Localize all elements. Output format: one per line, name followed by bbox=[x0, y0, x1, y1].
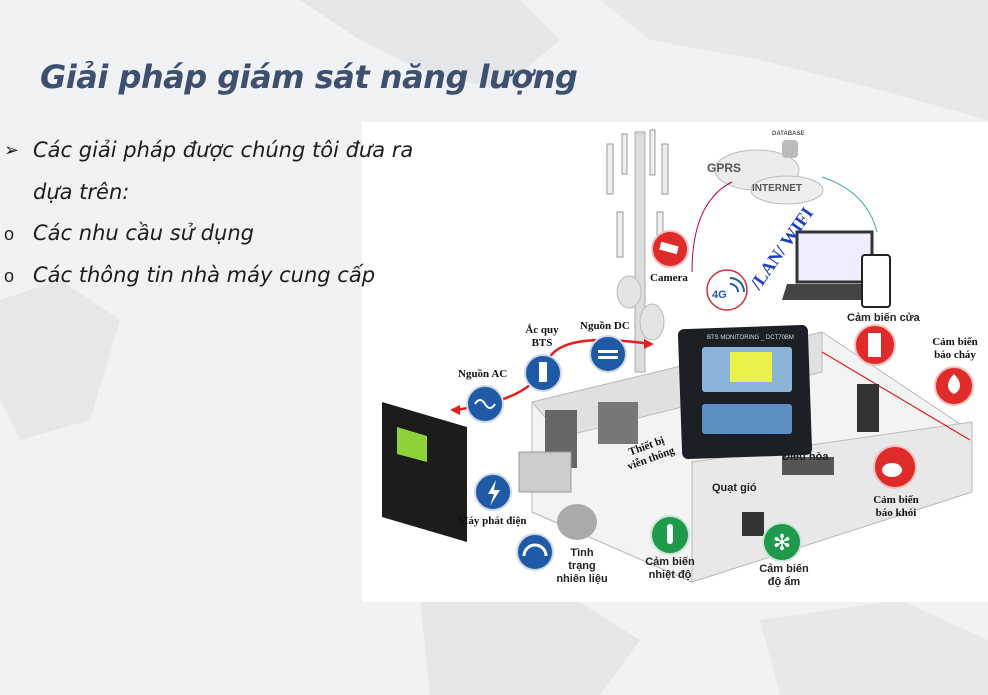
dc-power-icon bbox=[589, 335, 627, 373]
4g-icon bbox=[706, 269, 748, 311]
bullet-text: Các giải pháp được chúng tôi đưa ra bbox=[33, 138, 414, 162]
ac-power-label: Nguồn AC bbox=[458, 368, 508, 380]
door-sensor-label: Cảm biến cửa bbox=[847, 312, 920, 324]
bullet-circle-icon: o bbox=[4, 224, 15, 244]
humidity-sensor-icon: ✻ bbox=[762, 522, 802, 562]
aircon-label: Điều hòa bbox=[782, 451, 829, 463]
ac-power-icon bbox=[466, 385, 504, 423]
generator-label: Máy phát điện bbox=[458, 515, 527, 527]
battery-label: Ắc quy BTS bbox=[525, 324, 559, 349]
diagram-graphics: ✻ bbox=[382, 129, 974, 583]
fire-sensor-icon bbox=[934, 366, 974, 406]
bts-monitoring-controller bbox=[677, 324, 813, 460]
4g-label: 4G bbox=[712, 289, 727, 301]
dc-power-label: Nguồn DC bbox=[580, 320, 630, 332]
bts-tower bbox=[606, 129, 669, 373]
bullet-text: dựa trên: bbox=[33, 180, 130, 204]
camera-icon bbox=[651, 230, 689, 268]
bullet-circle-icon: o bbox=[4, 266, 15, 286]
cloud-icon bbox=[714, 140, 824, 205]
humidity-sensor-label: Cảm biến độ ẩm bbox=[759, 563, 809, 588]
slide-title: Giải pháp giám sát năng lượng bbox=[40, 58, 578, 96]
generator-icon bbox=[474, 473, 512, 511]
database-label: DATABASE bbox=[772, 131, 805, 137]
fan-label: Quạt gió bbox=[712, 482, 757, 494]
battery-icon bbox=[524, 354, 562, 392]
fire-sensor-label: Cảm biến báo cháy bbox=[932, 336, 978, 361]
internet-label: INTERNET bbox=[752, 183, 802, 194]
door-sensor-icon bbox=[854, 324, 896, 366]
bullet-text: Các nhu cầu sử dụng bbox=[33, 221, 254, 245]
monitor-label: BTS MONITORING _ DCT70BM bbox=[707, 335, 794, 341]
bullet-arrow-icon: ➢ bbox=[4, 140, 20, 160]
camera-label: Camera bbox=[650, 272, 688, 284]
fuel-label: Tình trạng nhiên liệu bbox=[556, 547, 608, 585]
generator-controller bbox=[382, 402, 467, 542]
fuel-gauge-icon bbox=[516, 533, 554, 571]
svg-text:✻: ✻ bbox=[773, 530, 791, 555]
bullet-text: Các thông tin nhà máy cung cấp bbox=[33, 263, 376, 287]
smoke-sensor-icon bbox=[873, 445, 917, 489]
smoke-sensor-label: Cảm biến báo khói bbox=[873, 494, 919, 519]
gprs-label: GPRS bbox=[707, 161, 742, 175]
temperature-sensor-label: Cảm biến nhiệt độ bbox=[645, 556, 695, 581]
temperature-sensor-icon bbox=[650, 515, 690, 555]
monitoring-diagram: ✻ GPRS INTERNET DATABASE /LAN/ WIFI 4G C… bbox=[362, 122, 988, 602]
